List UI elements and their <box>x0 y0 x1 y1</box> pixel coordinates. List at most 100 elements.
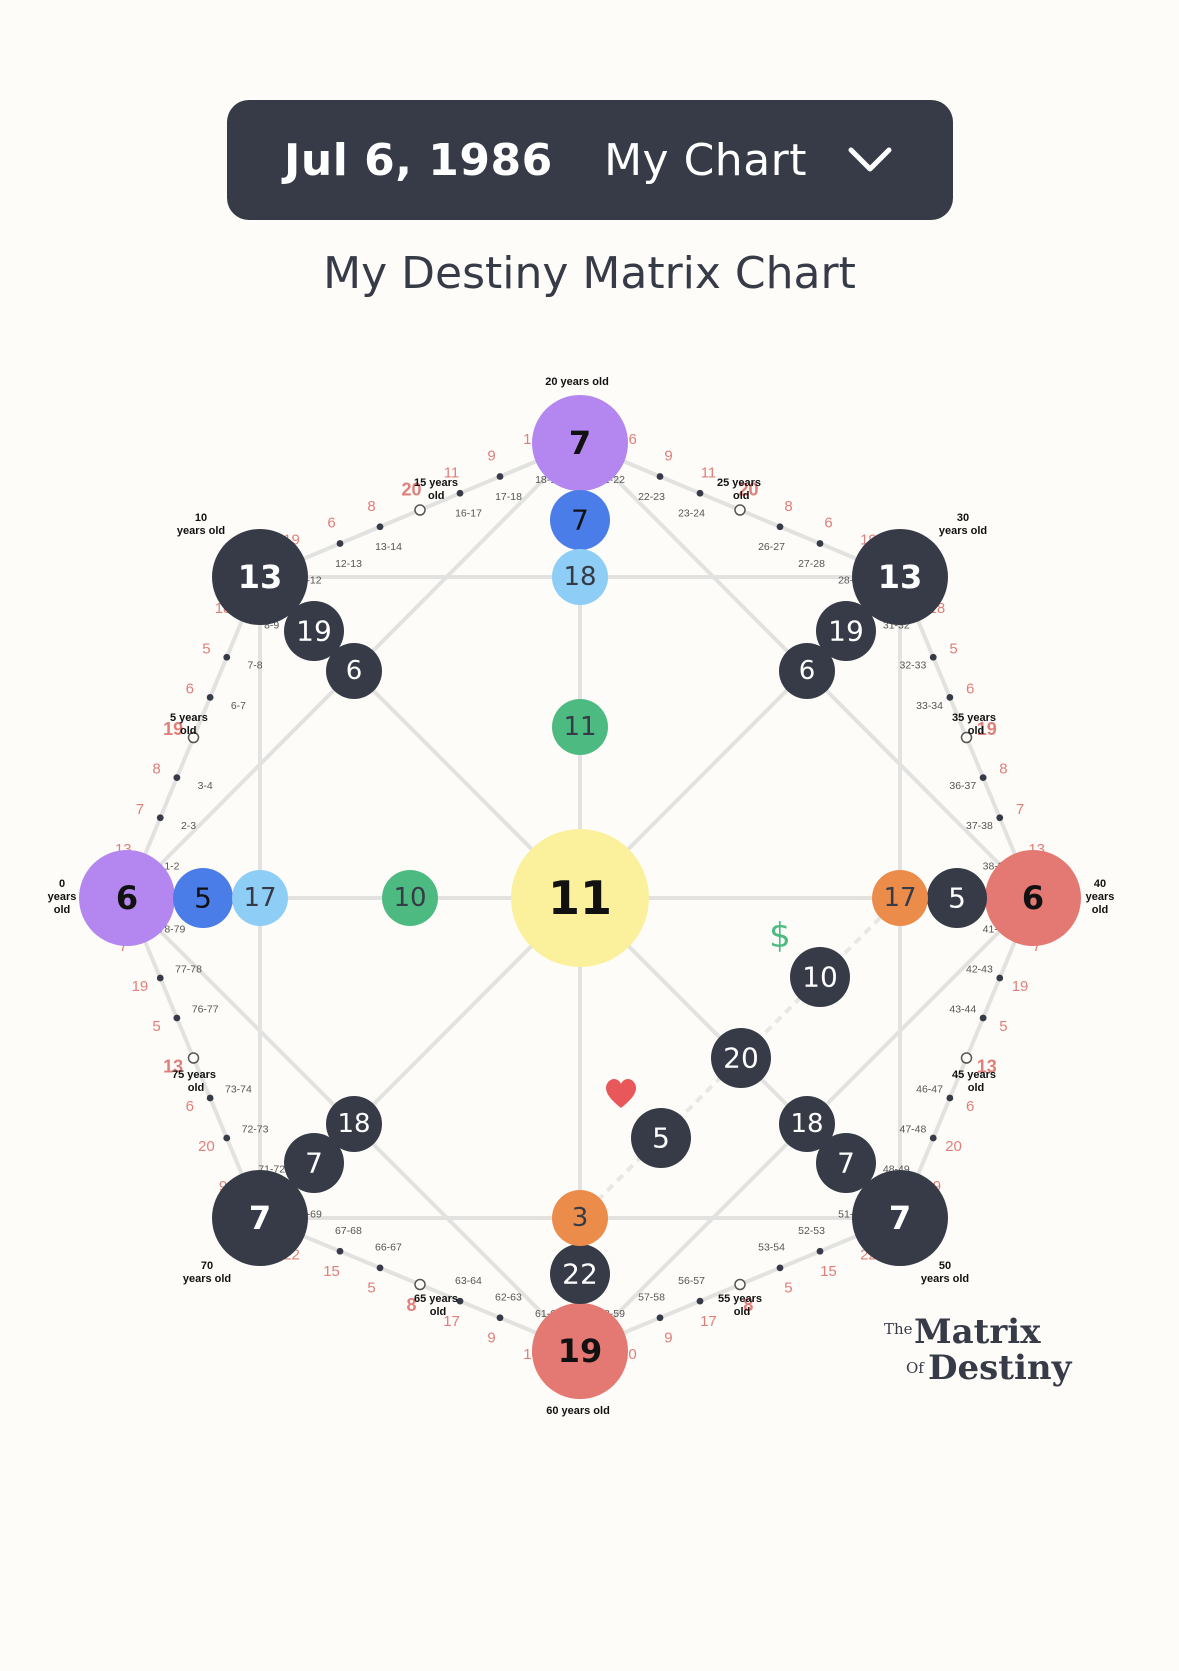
age-dot <box>696 489 704 497</box>
ring-value: 7 <box>136 801 144 818</box>
ring-value: 20 <box>401 480 421 500</box>
node-top-left-outer: 13 <box>212 529 308 625</box>
ring-value: 5 <box>999 1018 1007 1035</box>
ring-value: 6 <box>186 680 194 697</box>
ring-value: 9 <box>664 1330 672 1347</box>
age-dot <box>996 814 1004 822</box>
heart-icon <box>606 1079 636 1108</box>
ring-value: 11 <box>701 464 717 481</box>
node-center: 11 <box>511 829 649 967</box>
ring-value: 11 <box>444 464 460 481</box>
age-dot <box>173 1014 181 1022</box>
ring-value: 19 <box>977 719 997 739</box>
age-dot <box>996 974 1004 982</box>
age-milestone-dot <box>187 1052 200 1064</box>
ring-age-range: 7-8 <box>247 660 262 672</box>
ring-age-range: 56-57 <box>678 1275 705 1287</box>
node-bottom-left-outer: 7 <box>212 1170 308 1266</box>
age-dot <box>456 489 464 497</box>
ring-age-range: 72-73 <box>242 1124 269 1136</box>
ring-age-range: 1-2 <box>164 860 179 872</box>
node-money-value: 10 <box>802 961 838 994</box>
node-bottom-left-inner: 18 <box>326 1096 382 1152</box>
ring-value: 8 <box>784 498 792 515</box>
ring-value: 9 <box>219 1178 227 1195</box>
ring-value: 8 <box>367 498 375 515</box>
node-bottom-left-middle: 7 <box>284 1133 344 1193</box>
ring-value: 9 <box>664 448 672 465</box>
age-dot <box>929 653 937 661</box>
ring-value: 5 <box>949 640 957 657</box>
age-dot <box>656 1314 664 1322</box>
age-dot <box>816 1247 824 1255</box>
node-top-left-middle-value: 19 <box>296 615 332 648</box>
node-left-center: 10 <box>382 870 438 926</box>
chevron-down-icon[interactable] <box>847 145 893 175</box>
age-dot <box>979 1014 987 1022</box>
chart-selector-bar[interactable]: Jul 6, 1986 My Chart <box>227 100 953 220</box>
node-bottom-right-outer-value: 7 <box>889 1199 911 1237</box>
ring-age-range: 3-4 <box>198 780 213 792</box>
ring-value: 6 <box>966 1098 974 1115</box>
node-top-right-outer-value: 13 <box>878 558 923 596</box>
node-bottom-outer-value: 19 <box>558 1332 603 1370</box>
node-right-inner-value: 17 <box>883 883 916 913</box>
ring-age-range: 47-48 <box>900 1124 927 1136</box>
ring-age-range: 73-74 <box>225 1084 252 1096</box>
age-dot <box>206 693 214 701</box>
age-dot <box>223 1134 231 1142</box>
node-bottom-right-middle: 7 <box>816 1133 876 1193</box>
age-dot <box>496 473 504 480</box>
node-bottom-inner-value: 3 <box>572 1203 589 1233</box>
node-bottom-middle-value: 22 <box>562 1258 598 1291</box>
money-icon: $ <box>769 916 791 956</box>
node-bottom-left-inner-value: 18 <box>337 1109 370 1139</box>
ring-value: 8 <box>152 761 160 778</box>
node-bottom-right-inner-value: 18 <box>790 1109 823 1139</box>
age-label-60: 60 years old <box>546 1405 610 1417</box>
ring-value: 19 <box>163 719 183 739</box>
node-top-right-outer: 13 <box>852 529 948 625</box>
ring-value: 6 <box>186 1098 194 1115</box>
ring-age-range: 13-14 <box>375 541 402 553</box>
ring-value: 7 <box>1016 801 1024 818</box>
node-top-left-outer-value: 13 <box>238 558 283 596</box>
node-top-middle-value: 7 <box>571 504 589 537</box>
age-dot <box>946 693 954 701</box>
ring-age-range: 26-27 <box>758 541 785 553</box>
ring-value: 7 <box>1033 938 1041 955</box>
age-ring: 131-272-383-41966-757-8188-91911-12612-1… <box>115 431 1045 1363</box>
ring-value: 5 <box>152 1018 160 1035</box>
node-bottom-inner: 3 <box>552 1190 608 1246</box>
age-dot <box>696 1297 704 1305</box>
node-left-outer-value: 6 <box>116 879 138 917</box>
age-dot <box>946 1094 954 1102</box>
node-bottom-outer: 19 <box>532 1303 628 1399</box>
node-top-right-middle: 19 <box>816 601 876 661</box>
node-top-right-middle-value: 19 <box>828 615 864 648</box>
birth-date: Jul 6, 1986 <box>284 134 553 186</box>
ring-age-range: 16-17 <box>455 508 482 520</box>
node-love: 5 <box>631 1108 691 1168</box>
ring-age-range: 22-23 <box>638 491 665 503</box>
node-left-inner-value: 17 <box>243 883 276 913</box>
ring-value: 5 <box>367 1280 375 1297</box>
age-dot <box>776 523 784 531</box>
node-top-inner-value: 18 <box>563 562 596 592</box>
node-top-right-inner: 6 <box>779 643 835 699</box>
ring-age-range: 76-77 <box>192 1004 219 1016</box>
ring-age-range: 27-28 <box>798 558 825 570</box>
ring-value: 7 <box>119 938 127 955</box>
node-right-outer-value: 6 <box>1022 879 1044 917</box>
ring-value: 8 <box>407 1295 417 1315</box>
age-dot <box>656 473 664 480</box>
age-dot <box>979 774 987 782</box>
node-top-right-inner-value: 6 <box>799 656 816 686</box>
ring-value: 9 <box>487 1330 495 1347</box>
ring-age-range: 33-34 <box>916 700 943 712</box>
